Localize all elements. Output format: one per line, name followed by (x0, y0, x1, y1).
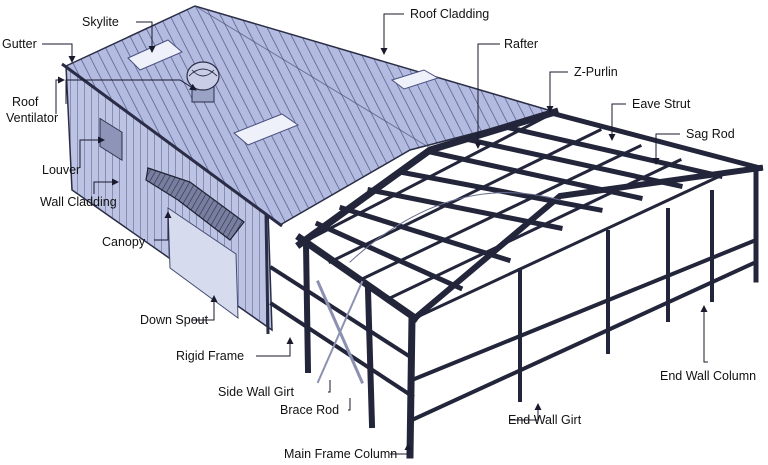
main-frame-column (302, 240, 312, 374)
gutter (61, 62, 283, 228)
door (167, 207, 239, 320)
skylite-panel-3 (390, 69, 440, 90)
label-louver: Louver (42, 163, 80, 177)
label-down-spout: Down Spout (140, 313, 209, 327)
down-spout (264, 213, 270, 335)
label-end-wall-girt: End Wall Girt (508, 413, 582, 427)
side-wall-girt (269, 265, 415, 361)
building-body (61, 5, 558, 335)
canopy (145, 167, 245, 241)
label-rafter: Rafter (504, 37, 538, 51)
louver (99, 117, 123, 162)
label-wall-cladding: Wall Cladding (40, 195, 117, 209)
label-z-purlin: Z-Purlin (574, 65, 618, 79)
steel-frame (269, 107, 764, 459)
label-side-wall-girt: Side Wall Girt (218, 385, 294, 399)
label-roof-cladding: Roof Cladding (410, 7, 489, 21)
label-roof-ventilator-1: Roof (12, 95, 39, 109)
label-eave-strut: Eave Strut (632, 97, 691, 111)
label-canopy: Canopy (102, 235, 146, 249)
labels: Skylite Gutter Roof Ventilator Louver Wa… (2, 7, 756, 461)
label-skylite: Skylite (82, 15, 119, 29)
end-wall-girt (409, 237, 759, 383)
skylite-panel-2 (233, 113, 300, 146)
label-gutter: Gutter (2, 37, 37, 51)
label-sag-rod: Sag Rod (686, 127, 735, 141)
label-brace-rod: Brace Rod (280, 403, 339, 417)
leader-lines (42, 13, 708, 455)
label-roof-ventilator-2: Ventilator (6, 111, 58, 125)
rigid-frame-2 (410, 164, 764, 323)
label-end-wall-column: End Wall Column (660, 369, 756, 383)
label-main-frame-column: Main Frame Column (284, 447, 397, 461)
roof-ventilator (186, 61, 220, 103)
label-rigid-frame: Rigid Frame (176, 349, 244, 363)
